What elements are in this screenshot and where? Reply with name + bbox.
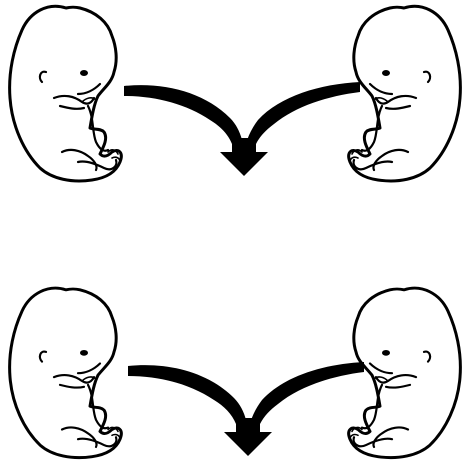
merge-arrow-top	[124, 82, 360, 176]
embryo-top-left	[10, 6, 122, 181]
embryo-top-right	[349, 6, 461, 181]
embryo-bottom-left	[10, 288, 122, 457]
row-1	[10, 6, 461, 181]
merge-arrow-bottom	[128, 362, 364, 456]
embryo-bottom-right	[349, 288, 461, 457]
row-2	[10, 288, 461, 457]
